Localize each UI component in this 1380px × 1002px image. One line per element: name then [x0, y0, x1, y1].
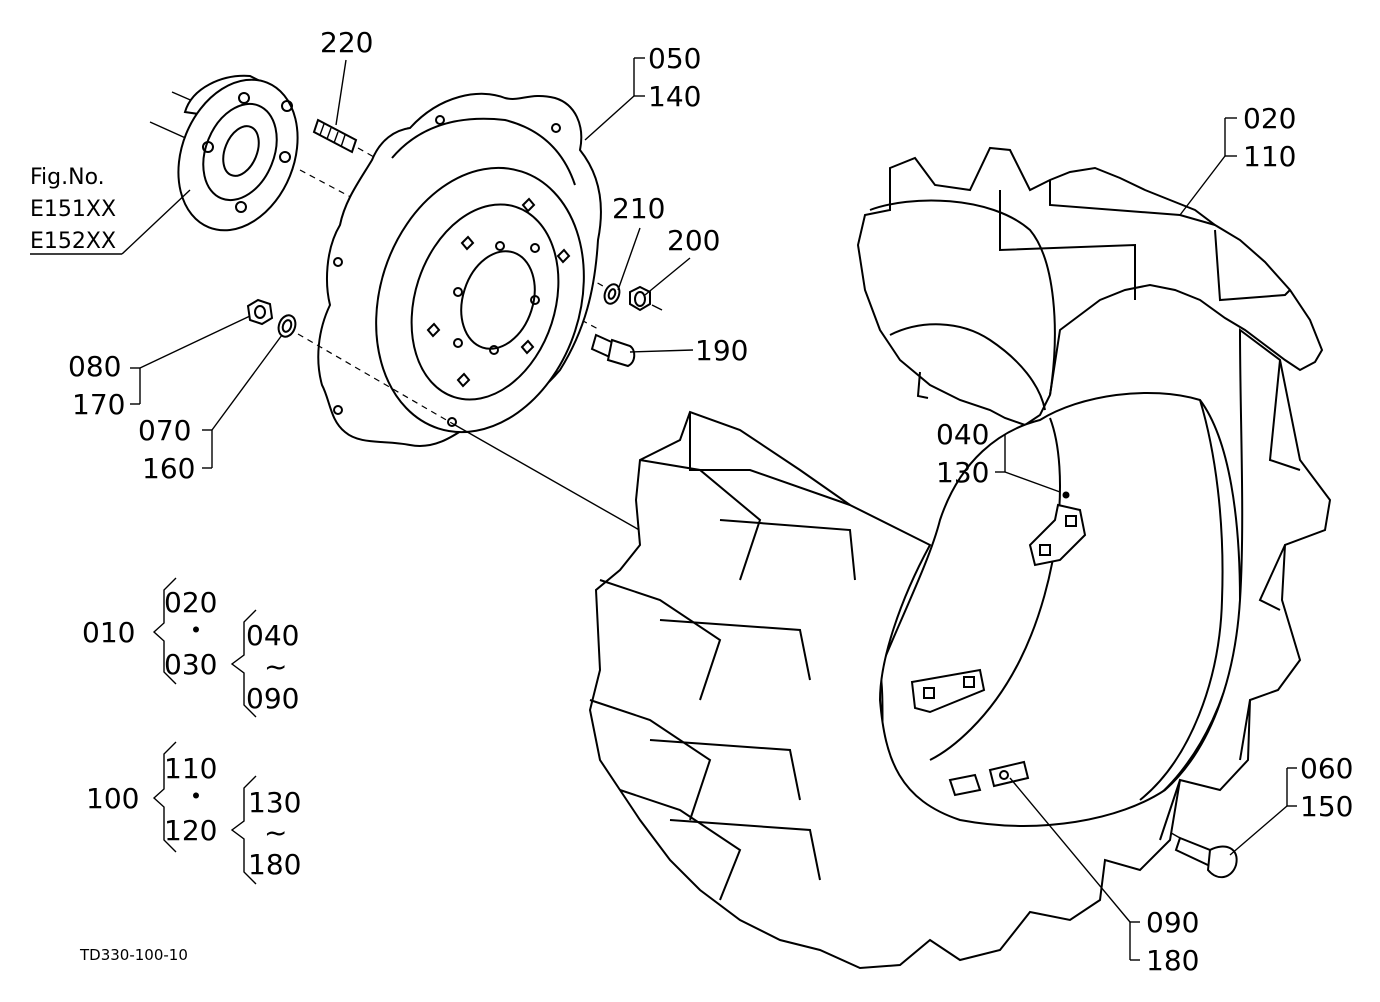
callout-090: 090 — [1146, 906, 1199, 939]
bracket-040 — [1028, 491, 1087, 567]
clip-090 — [948, 760, 1030, 797]
assembly-parent: 100 — [86, 782, 139, 815]
callout-170: 170 — [72, 388, 125, 421]
callout-130: 130 — [936, 456, 989, 489]
leader-lines — [30, 57, 1297, 961]
figure-code: TD330-100-10 — [79, 946, 188, 964]
callout-110: 110 — [1243, 140, 1296, 173]
assembly-100: 100 110 ・ 120 130 ~ 180 — [86, 741, 301, 885]
callout-070: 070 — [138, 414, 191, 447]
callout-190: 190 — [695, 334, 748, 367]
bolt-060 — [1174, 836, 1238, 879]
range-sep: ~ — [264, 650, 287, 683]
assembly-bottom: 120 — [164, 814, 217, 847]
callout-220: 220 — [320, 26, 373, 59]
bracket-lower — [910, 668, 986, 714]
assembly-top: 110 — [164, 752, 217, 785]
assembly-dot: ・ — [182, 780, 210, 813]
range-end: 180 — [248, 848, 301, 881]
callout-060: 060 — [1300, 752, 1353, 785]
hub-flange — [149, 74, 601, 331]
bolt-190 — [590, 333, 636, 368]
callout-050: 050 — [648, 42, 701, 75]
callout-140: 140 — [648, 80, 701, 113]
assembly-top: 020 — [164, 586, 217, 619]
tire-upper — [856, 146, 1324, 427]
washer-210 — [603, 283, 621, 305]
fig-no-label: Fig.No. — [30, 165, 105, 190]
range-start: 040 — [246, 619, 299, 652]
assembly-bottom: 030 — [164, 648, 217, 681]
wheel-disc — [317, 92, 602, 447]
tire-lower-rim — [588, 327, 1332, 970]
callout-160: 160 — [142, 452, 195, 485]
range-start: 130 — [248, 786, 301, 819]
callout-080: 080 — [68, 350, 121, 383]
callout-200: 200 — [667, 224, 720, 257]
fig-ref-2: E152XX — [30, 229, 116, 254]
callout-150: 150 — [1300, 790, 1353, 823]
callout-180: 180 — [1146, 944, 1199, 977]
callout-040: 040 — [936, 418, 989, 451]
nut-200 — [629, 285, 663, 312]
callout-210: 210 — [612, 192, 665, 225]
fig-ref-1: E151XX — [30, 197, 116, 222]
range-end: 090 — [246, 682, 299, 715]
washer-070 — [277, 314, 297, 338]
assembly-parent: 010 — [82, 616, 135, 649]
nut-080 — [246, 298, 274, 326]
assembly-dot: ・ — [182, 614, 210, 647]
assembly-010: 010 020 ・ 030 040 ~ 090 — [82, 577, 299, 718]
callout-020: 020 — [1243, 102, 1296, 135]
range-sep: ~ — [264, 816, 287, 849]
